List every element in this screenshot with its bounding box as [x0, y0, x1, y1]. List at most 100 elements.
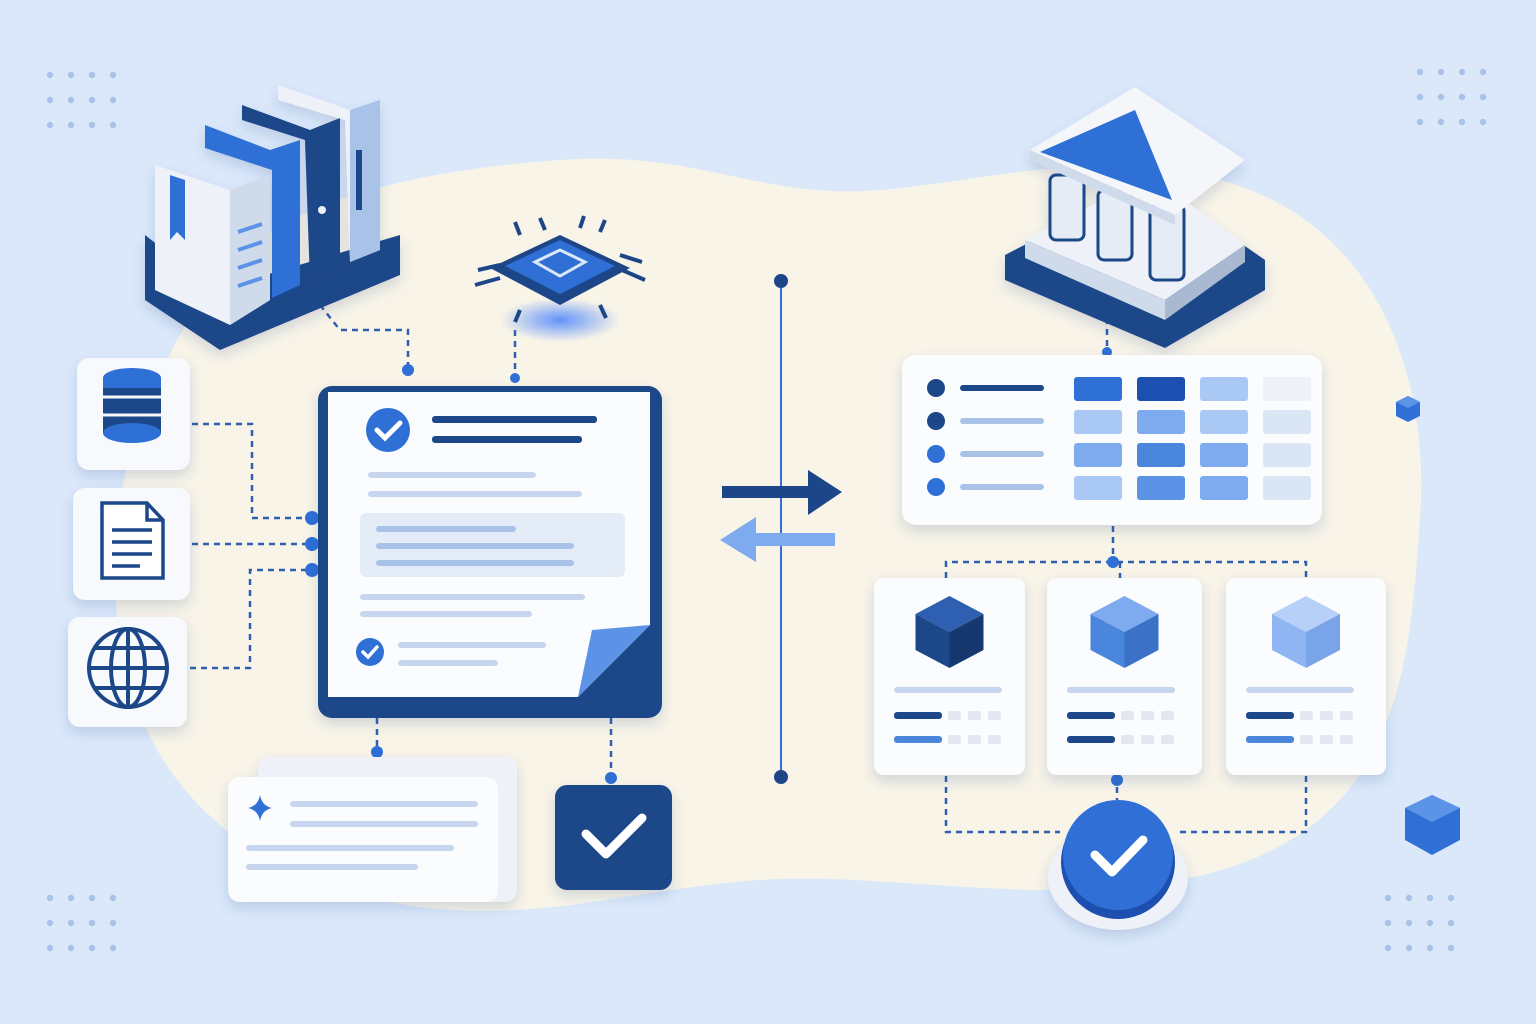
dot: [88, 944, 96, 952]
status-pip: [988, 735, 1001, 744]
dot: [88, 71, 96, 79]
table-cell: [1200, 410, 1248, 434]
dot: [88, 96, 96, 104]
dot: [1447, 944, 1455, 952]
dot: [109, 96, 117, 104]
source-card-document[interactable]: [73, 488, 190, 600]
row-label-bar: [960, 484, 1044, 490]
table-cell: [1263, 443, 1311, 467]
table-cell: [1263, 410, 1311, 434]
source-card-web[interactable]: [68, 617, 187, 727]
dot: [1426, 919, 1434, 927]
row-dot: [927, 478, 945, 496]
table-cell: [1263, 476, 1311, 500]
dot: [1426, 894, 1434, 902]
result-card[interactable]: [1047, 578, 1202, 775]
bank-icon: [1005, 87, 1265, 348]
status-pip: [1121, 735, 1134, 744]
row-label-bar: [960, 451, 1044, 457]
final-approval-button[interactable]: [1048, 800, 1188, 930]
table-cell: [1137, 410, 1185, 434]
value-bar: [894, 712, 942, 719]
dot: [67, 919, 75, 927]
dot: [88, 894, 96, 902]
value-bar: [1246, 736, 1294, 743]
dot: [1405, 944, 1413, 952]
dot-grid-bottom-left: [46, 894, 117, 952]
check-icon: [356, 638, 384, 666]
dot: [88, 121, 96, 129]
dot: [1416, 68, 1424, 76]
main-document[interactable]: [318, 386, 662, 718]
connector-nodes: [305, 347, 1123, 786]
dot: [46, 121, 54, 129]
result-card[interactable]: [1226, 578, 1386, 775]
result-card[interactable]: [874, 578, 1025, 775]
dot: [67, 944, 75, 952]
status-pip: [1161, 735, 1174, 744]
bidirectional-arrows-icon: [720, 470, 842, 562]
dot: [46, 919, 54, 927]
check-icon: [366, 408, 410, 452]
table-cell: [1137, 377, 1185, 401]
cube-icon: [915, 596, 984, 668]
text-bar: [1067, 687, 1175, 693]
dot: [67, 96, 75, 104]
status-pip: [1300, 711, 1313, 720]
table-cell: [1137, 443, 1185, 467]
status-pip: [1121, 711, 1134, 720]
row-dot: [927, 445, 945, 463]
status-pip: [948, 711, 961, 720]
status-pip: [1300, 735, 1313, 744]
status-pip: [988, 711, 1001, 720]
dot: [109, 919, 117, 927]
dot: [109, 71, 117, 79]
status-pip: [948, 735, 961, 744]
dot: [1384, 894, 1392, 902]
cube-icon: [1272, 596, 1340, 668]
table-cell: [1074, 476, 1122, 500]
data-table-card[interactable]: [902, 355, 1322, 525]
result-cards: [874, 578, 1386, 775]
status-pip: [1161, 711, 1174, 720]
dot: [1458, 118, 1466, 126]
divider-line: [774, 274, 788, 784]
value-bar: [1246, 712, 1294, 719]
dot: [1437, 93, 1445, 101]
table-cell: [1137, 476, 1185, 500]
approve-tile[interactable]: [555, 785, 672, 890]
dot: [1416, 93, 1424, 101]
dot: [1458, 93, 1466, 101]
dot: [1384, 919, 1392, 927]
row-dot: [927, 412, 945, 430]
dot-grid-top-right: [1416, 68, 1487, 126]
dot: [1479, 68, 1487, 76]
table-cell: [1200, 476, 1248, 500]
text-bar: [894, 687, 1002, 693]
dot: [109, 944, 117, 952]
dot: [1405, 919, 1413, 927]
table-cell: [1074, 443, 1122, 467]
dot: [1447, 894, 1455, 902]
value-bar: [1067, 736, 1115, 743]
dot: [1437, 118, 1445, 126]
bookshelf-icon: [145, 85, 400, 350]
dot-grid-bottom-right: [1384, 894, 1455, 952]
table-cell: [1200, 377, 1248, 401]
floating-cube-large: [1405, 795, 1460, 855]
floating-cube-small: [1396, 396, 1420, 422]
status-pip: [968, 711, 981, 720]
dot: [109, 894, 117, 902]
dot: [1405, 894, 1413, 902]
status-pip: [1141, 711, 1154, 720]
source-card-database[interactable]: [77, 358, 190, 470]
dot-grid-top-left: [46, 71, 117, 129]
text-bar: [1246, 687, 1354, 693]
cube-icon: [1090, 596, 1159, 668]
dot: [67, 121, 75, 129]
summary-card[interactable]: [228, 757, 517, 902]
status-pip: [1320, 711, 1333, 720]
row-dot: [927, 379, 945, 397]
dot: [46, 96, 54, 104]
